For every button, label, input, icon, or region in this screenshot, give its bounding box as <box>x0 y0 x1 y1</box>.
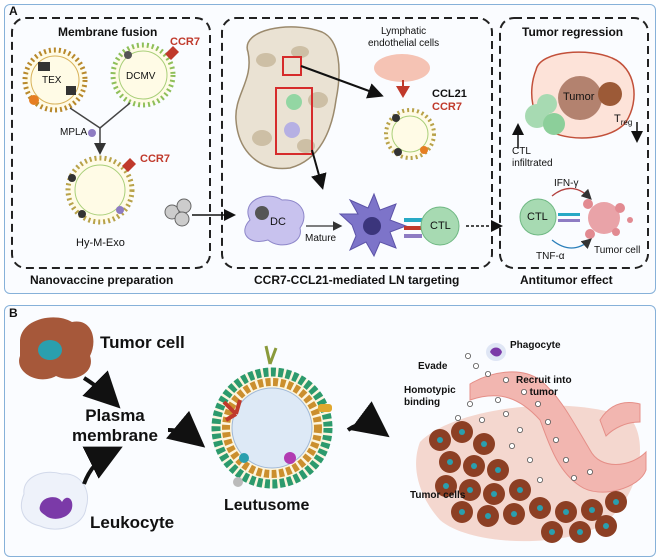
ctl-cell-mid <box>420 206 460 246</box>
tumor-cell-source <box>19 317 94 380</box>
ctl-label-right: CTL <box>527 211 548 223</box>
tex-label: TEX <box>42 75 62 86</box>
leukocyte-cell <box>20 471 88 530</box>
tumor-cell-label-a: Tumor cell <box>594 245 641 256</box>
panel-a-tag: A <box>9 4 18 18</box>
tumor-cell-apoptotic <box>583 199 633 239</box>
tnf-label: TNF-α <box>536 251 565 262</box>
tumor-cell-cluster <box>429 421 627 543</box>
box-ln-targeting <box>221 17 493 269</box>
dcmv-vesicle <box>110 42 179 108</box>
leutusome-vesicle <box>211 345 333 489</box>
ln-vesicle <box>384 108 436 160</box>
phagocyte-label: Phagocyte <box>510 340 561 351</box>
treg-label: Treg <box>614 113 633 128</box>
mpla-label: MPLA <box>60 127 88 138</box>
leukocyte-title: Leukocyte <box>90 513 175 532</box>
evade-label: Evade <box>418 361 448 372</box>
tumor-tissue <box>416 343 647 543</box>
homotypic-label: Homotypic binding <box>404 385 456 408</box>
ccr7-label-mid: CCR7 <box>140 153 170 165</box>
lymphatic-cell <box>374 54 430 82</box>
tumor-cell-title: Tumor cell <box>100 333 185 352</box>
ctl-label-mid: CTL <box>430 220 451 232</box>
exo-cluster-left <box>164 198 192 227</box>
ifn-label: IFN-γ <box>554 178 579 189</box>
ccl21-receptor <box>396 86 410 98</box>
lymph-node <box>235 26 340 170</box>
ccr7-label-top: CCR7 <box>170 36 200 48</box>
nanovaccine-caption: Nanovaccine preparation <box>30 273 174 287</box>
tex-vesicle <box>22 47 88 113</box>
hy-m-exo-vesicle <box>65 155 136 225</box>
ln-targeting-caption: CCR7-CCL21-mediated LN targeting <box>254 273 460 287</box>
ctl-infiltrated-cells <box>525 94 565 135</box>
dcmv-label: DCMV <box>126 71 156 82</box>
mature-label: Mature <box>305 233 337 244</box>
ccr7-label-ln: CCR7 <box>432 101 462 113</box>
leutusome-title: Leutusome <box>224 497 310 514</box>
ctl-cell-right <box>519 198 557 236</box>
mature-dc-cell <box>338 192 408 258</box>
plasma-membrane-label: Plasma membrane <box>72 406 158 445</box>
recruit-label: Recruit into tumor <box>516 375 572 398</box>
tumor-label: Tumor <box>563 91 595 103</box>
hy-m-exo-label: Hy-M-Exo <box>76 237 125 249</box>
lymphatic-label: Lymphatic endothelial cells <box>368 26 440 49</box>
membrane-fusion-title: Membrane fusion <box>58 25 158 39</box>
antitumor-caption: Antitumor effect <box>520 273 613 287</box>
ccl21-label: CCL21 <box>432 88 467 100</box>
ctl-infiltrated-label: CTL infiltrated <box>512 146 553 169</box>
dc-label: DC <box>270 216 286 228</box>
mpla-dot <box>88 129 96 137</box>
blood-vessel <box>469 371 647 493</box>
leutusome-particles <box>454 352 594 483</box>
box-nanovaccine <box>11 17 211 269</box>
dc-cell <box>244 195 305 246</box>
box-antitumor <box>499 17 649 269</box>
panel-b-tag: B <box>9 306 18 320</box>
tumor-regression-title: Tumor regression <box>522 25 624 39</box>
tumor-cells-label: Tumor cells <box>410 490 466 501</box>
